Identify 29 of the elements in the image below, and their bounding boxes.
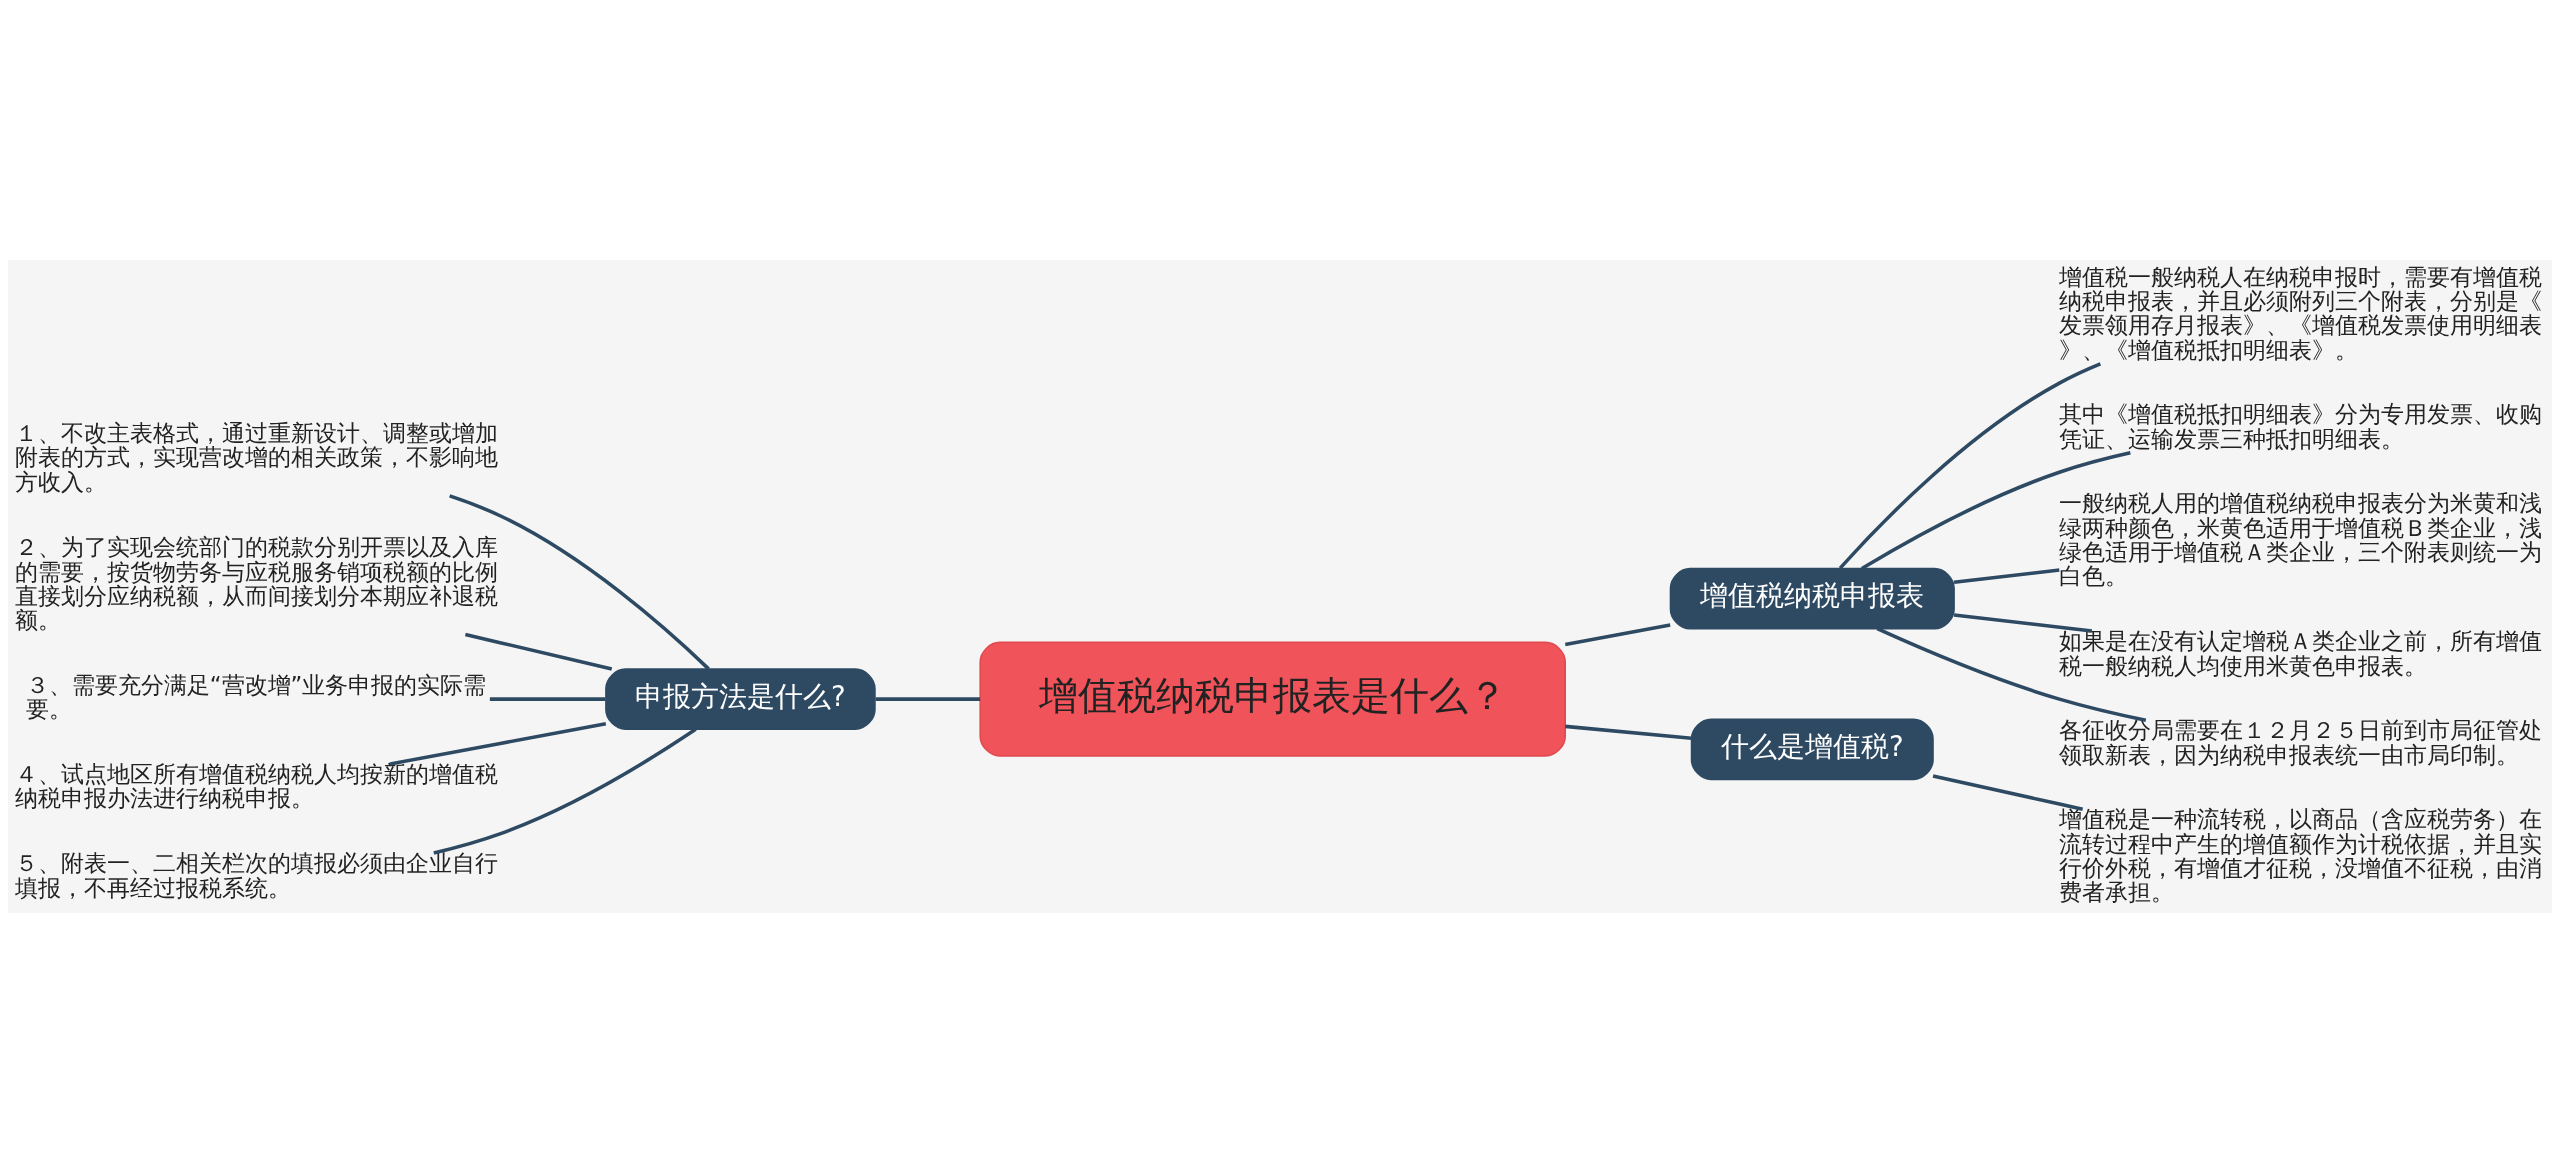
node-box: 什么是增值税? [1690, 718, 1934, 781]
node-text: 各征收分局需要在１２月２５日前到市局征管处领取新表，因为纳税申报表统一由市局印制。 [2059, 717, 2543, 768]
node-box: 申报方法是什么? [605, 668, 876, 730]
node-box: 增值税纳税申报表是什么？ [979, 641, 1566, 757]
node-text: ４、试点地区所有增值税纳税人均按新的增值税纳税申报办法进行纳税申报。 [14, 761, 498, 812]
connector [1564, 623, 1671, 647]
connector [1565, 724, 1692, 740]
connector [489, 697, 606, 701]
connector [433, 727, 697, 855]
node-text: ５、附表一、二相关栏次的填报必须由企业自行填报，不再经过报税系统。 [14, 850, 498, 901]
node-text: 一般纳税人用的增值税纳税申报表分为米黄和浅绿两种颜色，米黄色适用于增值税Ｂ类企业，浅绿色适用于增值税Ａ类企业，三个附表则统一为白色。 [2059, 490, 2543, 590]
connector [449, 494, 710, 671]
node-text: ２、为了实现会统部门的税款分别开票以及入库的需要，按货物劳务与应税服务销项税额的比例直接划分应纳税额，从而间接划分本期应补退税额。 [14, 534, 498, 634]
node-text: 其中《增值税抵扣明细表》分为专用发票、收购凭证、运输发票三种抵扣明细表。 [2059, 401, 2543, 452]
node-text: 如果是在没有认定增税Ａ类企业之前，所有增值税一般纳税人均使用米黄色申报表。 [2059, 628, 2543, 679]
connector [1953, 613, 2093, 633]
connector [464, 632, 613, 671]
connector [1838, 362, 2102, 570]
connector [389, 722, 607, 766]
node-text: １、不改主表格式，通过重新设计、调整或增加附表的方式，实现营改增的相关政策，不影响地方收入。 [14, 419, 498, 495]
connector [1953, 568, 2060, 585]
node-text: ３、需要充分满足“营改增”业务申报的实际需要。 [25, 671, 487, 723]
connector [875, 697, 981, 701]
connector [1876, 627, 2147, 722]
connector [1860, 451, 2131, 571]
node-box: 增值税纳税申报表 [1669, 567, 1955, 630]
node-text: 增值税一般纳税人在纳税申报时，需要有增值税纳税申报表，并且必须附列三个附表，分别是《发票领用存月报表》、《增值税发票使用明细表》、《增值税抵扣明细表》。 [2059, 263, 2543, 363]
node-text: 增值税是一种流转税，以商品（含应税劳务）在流转过程中产生的增值额作为计税依据，并且实行价外税，有增值才征税，没增值不征税，由消费者承担。 [2059, 806, 2543, 906]
connector [1932, 774, 2084, 811]
